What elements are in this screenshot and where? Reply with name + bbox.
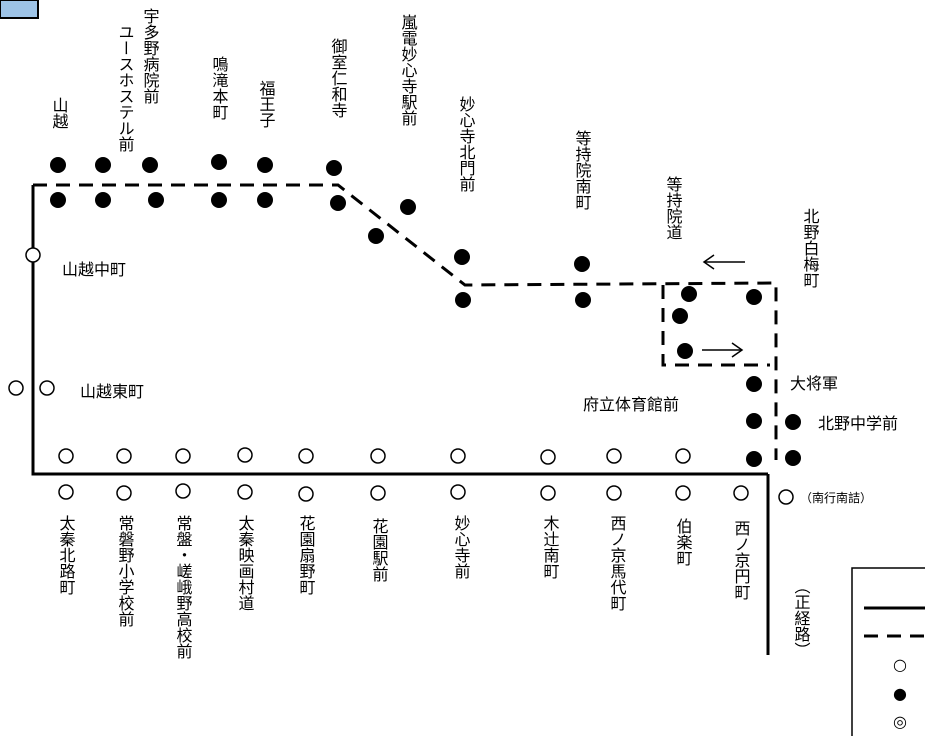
legend-open-symbol: ○ bbox=[893, 655, 907, 674]
top-vertical-labels: 山越 ユースホステル前 宇多野病院前 鳴滝本町 福王子 御室仁和寺 嵐電妙心寺駅… bbox=[50, 8, 820, 288]
stop-nishinokyo-enmachi: 西ノ京円町 bbox=[732, 520, 751, 600]
stop-seikeiro: （正経路） bbox=[792, 578, 811, 658]
stop-tojiin-minami: 等持院南町 bbox=[573, 130, 592, 210]
stop-kitano-jhs: 北野中学前 bbox=[818, 414, 898, 433]
legend: ○ ● ◎ bbox=[851, 567, 925, 736]
stop-uzumasa-kitaji: 太秦北路町 bbox=[57, 515, 76, 595]
stop-yamagoe-higashi: 山越東町 bbox=[80, 382, 144, 401]
stop-yamagoe-nakamachi: 山越中町 bbox=[62, 260, 126, 279]
stop-hakuraku: 伯楽町 bbox=[674, 518, 693, 566]
stop-uzumasa-eigamura: 太秦映画村道 bbox=[236, 515, 255, 611]
stop-hanazono-eki: 花園駅前 bbox=[370, 518, 389, 583]
bottom-vertical-labels: 太秦北路町 常磐野小学校前 常盤・嵯峨野高校前 太秦映画村道 花園扇野町 花園駅… bbox=[57, 515, 811, 660]
filled-stops bbox=[50, 154, 801, 467]
open-stops-bottom bbox=[58, 483, 794, 505]
stop-myoshinji-kitamon: 妙心寺北門前 bbox=[457, 96, 476, 193]
stop-tokiwa-saga: 常盤・嵯峨野高校前 bbox=[174, 515, 193, 660]
corner-tab bbox=[0, 0, 39, 19]
stop-prefectural-gym: 府立体育館前 bbox=[583, 395, 679, 414]
horizontal-labels: 山越中町 山越東町 府立体育館前 大将軍 北野中学前 （南行南詰） bbox=[62, 260, 898, 505]
stop-taishogun: 大将軍 bbox=[790, 374, 838, 393]
legend-double-symbol: ◎ bbox=[893, 712, 907, 731]
stop-fukuoji: 福王子 bbox=[257, 80, 276, 128]
stop-omuro: 御室仁和寺 bbox=[329, 38, 348, 118]
dashed-route bbox=[33, 183, 778, 460]
stop-youth-hostel: ユースホステル前 bbox=[116, 24, 135, 153]
open-stops-top bbox=[8, 247, 691, 465]
stop-nishinokyo-umashiro: 西ノ京馬代町 bbox=[608, 515, 627, 611]
stop-hanazono-ogino: 花園扇野町 bbox=[297, 515, 316, 595]
stop-tojiin-michi: 等持院道 bbox=[664, 176, 683, 240]
stop-randen-myoshinji: 嵐電妙心寺駅前 bbox=[399, 14, 418, 127]
direction-arrows bbox=[702, 254, 745, 358]
stop-myoshinji: 妙心寺前 bbox=[452, 515, 471, 580]
legend-filled-symbol: ● bbox=[893, 684, 907, 703]
stop-nanko-nanzume: （南行南詰） bbox=[800, 490, 872, 505]
stop-narutaki: 鳴滝本町 bbox=[210, 56, 229, 120]
stop-udano-hospital: 宇多野病院前 bbox=[141, 8, 160, 105]
stop-kitano-hakubai: 北野白梅町 bbox=[801, 208, 820, 288]
stop-yamagoe: 山越 bbox=[50, 97, 69, 129]
solid-route-line bbox=[31, 185, 768, 476]
stop-kitsuji-minami: 木辻南町 bbox=[541, 515, 560, 579]
stop-tokiwano: 常磐野小学校前 bbox=[116, 515, 135, 628]
